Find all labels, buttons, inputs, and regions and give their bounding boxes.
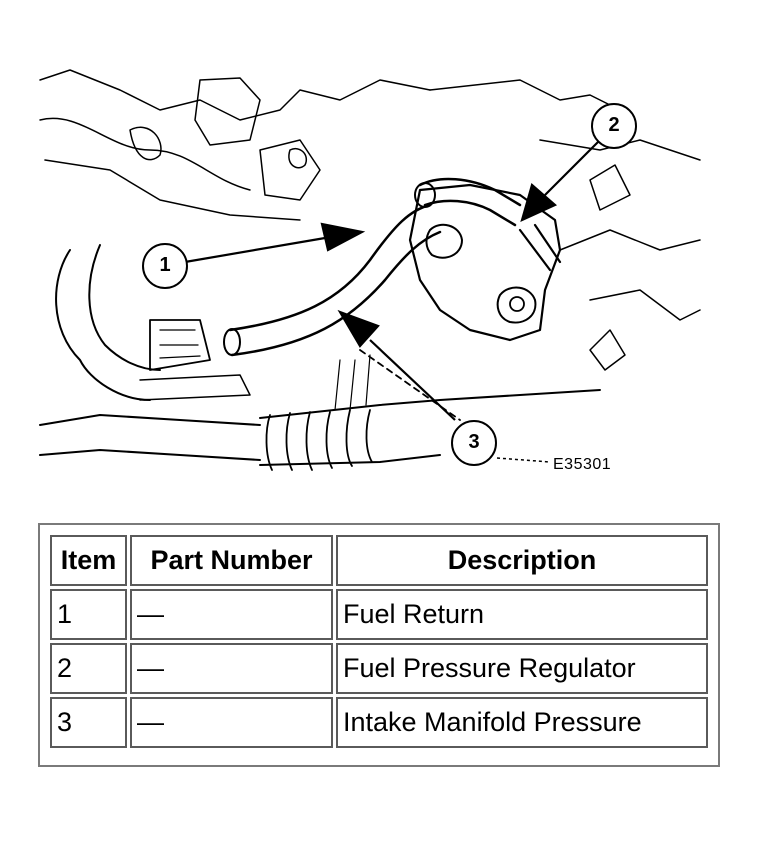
engine-line-drawing (39, 69, 701, 471)
cell-item: 1 (50, 589, 127, 640)
figure-code: E35301 (553, 456, 612, 473)
table-row: 1 — Fuel Return (50, 589, 708, 640)
header-description: Description (336, 535, 708, 586)
cell-description: Fuel Pressure Regulator (336, 643, 708, 694)
cell-part-number: — (130, 643, 333, 694)
table-row: 3 — Intake Manifold Pressure (50, 697, 708, 748)
parts-table-frame: Item Part Number Description 1 — Fuel Re… (38, 523, 720, 767)
cell-item: 3 (50, 697, 127, 748)
cell-description: Intake Manifold Pressure (336, 697, 708, 748)
fuel-regulator-illustration: 1 2 3 E35301 (39, 69, 701, 473)
cell-item: 2 (50, 643, 127, 694)
callout-1: 1 (159, 254, 171, 276)
table-row: 2 — Fuel Pressure Regulator (50, 643, 708, 694)
header-part-number: Part Number (130, 535, 333, 586)
cell-part-number: — (130, 697, 333, 748)
callout-3: 3 (468, 431, 480, 453)
parts-table: Item Part Number Description 1 — Fuel Re… (47, 532, 711, 751)
callout-2: 2 (608, 114, 620, 136)
header-item: Item (50, 535, 127, 586)
cell-description: Fuel Return (336, 589, 708, 640)
cell-part-number: — (130, 589, 333, 640)
table-header-row: Item Part Number Description (50, 535, 708, 586)
